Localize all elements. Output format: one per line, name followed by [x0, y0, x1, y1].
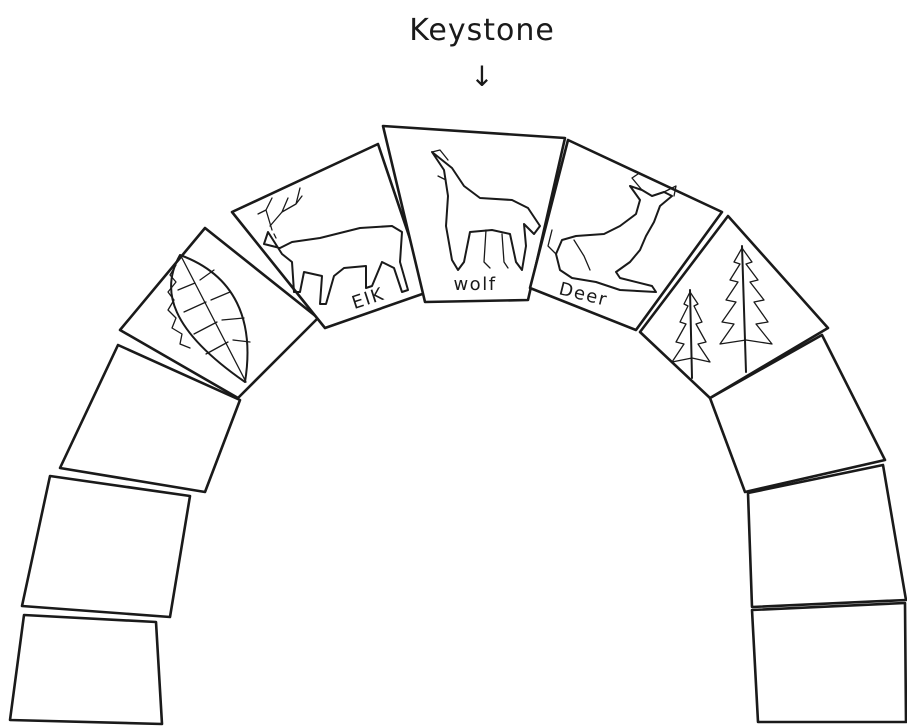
wolf-label: wolf	[453, 274, 496, 295]
arch-stone-right-bottom	[752, 603, 906, 722]
arch-stone-left-bottom	[10, 615, 162, 724]
arch-stone-left-lower	[22, 476, 190, 617]
keystone-title: Keystone	[409, 13, 555, 48]
down-arrow-icon: ↓	[470, 60, 493, 93]
